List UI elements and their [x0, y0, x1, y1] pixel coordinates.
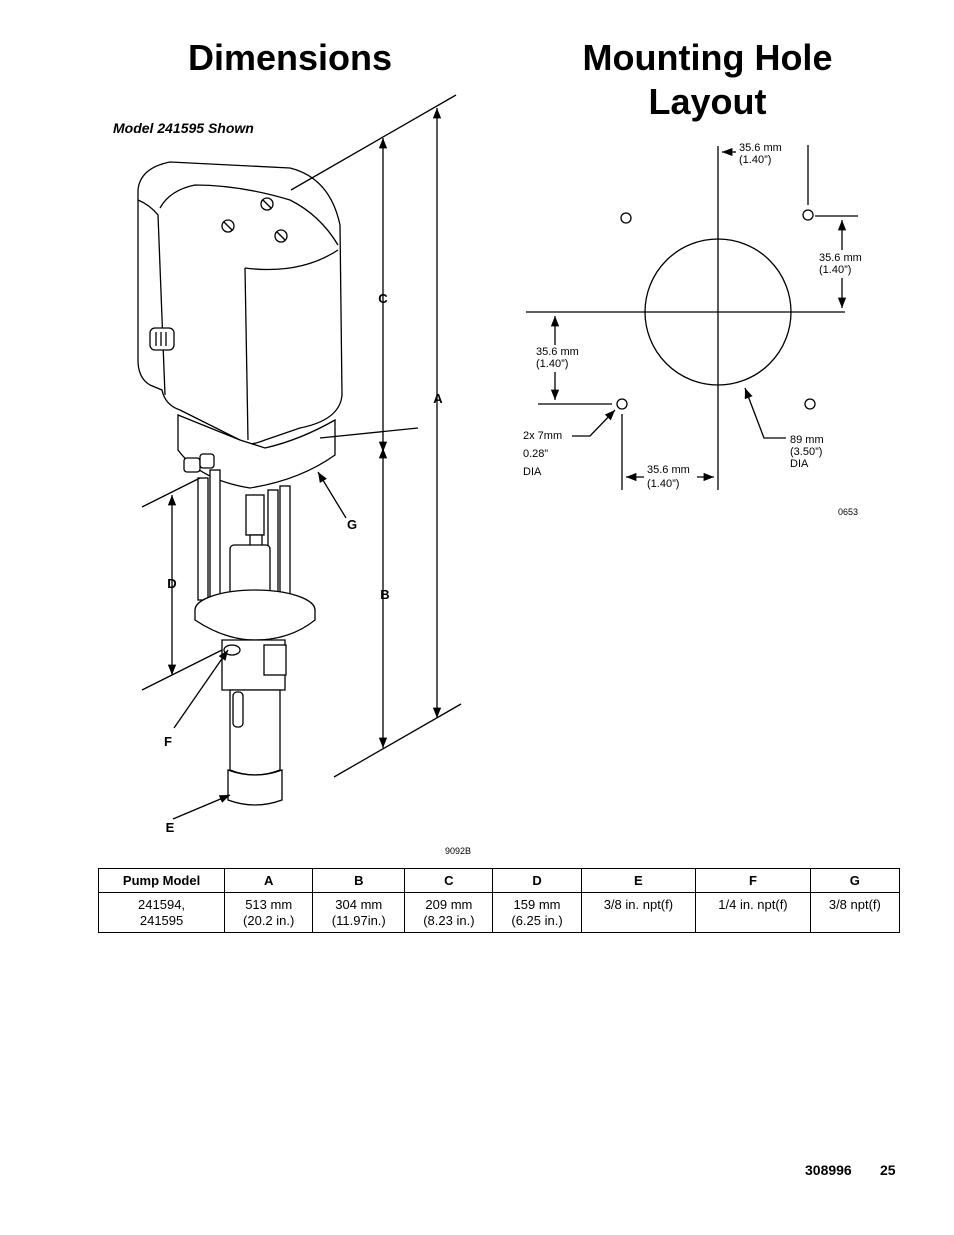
- label-d: D: [167, 576, 176, 591]
- label-g: G: [347, 517, 357, 532]
- top-dim-mm: 35.6 mm: [739, 142, 782, 154]
- dimensions-table: Pump Model A B C D E F G 241594,241595 5…: [97, 868, 901, 933]
- label-c: C: [378, 291, 388, 306]
- hole-note-inch: 0.28”: [523, 448, 548, 460]
- bottom-dim-in: (1.40”): [647, 478, 679, 490]
- circle-note-mm: 89 mm: [790, 434, 824, 446]
- pump-figure-id: 9092B: [445, 846, 471, 856]
- document-number: 308996: [805, 1162, 852, 1178]
- mounting-hole-layout-title: Mounting Hole Layout: [582, 37, 833, 122]
- table-cell: 304 mm(11.97in.): [312, 892, 406, 933]
- column-header: E: [580, 868, 697, 893]
- table-cell: 241594,241595: [97, 892, 226, 933]
- label-f: F: [164, 734, 172, 749]
- top-dim-in: (1.40”): [739, 154, 771, 166]
- table-header-row: Pump Model A B C D E F G: [97, 868, 901, 893]
- center-circle: [644, 238, 792, 386]
- table-cell: 209 mm(8.23 in.): [404, 892, 494, 933]
- left-dim-in: (1.40”): [536, 358, 568, 370]
- mounting-figure-id: 0653: [838, 507, 858, 517]
- right-dim-mm: 35.6 mm: [819, 252, 862, 264]
- table-row: 241594,241595 513 mm(20.2 in.) 304 mm(11…: [97, 892, 901, 933]
- column-header: A: [224, 868, 314, 893]
- mounting-layout-drawing: [526, 145, 858, 490]
- table-cell: 3/8 in. npt(f): [580, 892, 697, 933]
- table-cell: 1/4 in. npt(f): [695, 892, 811, 933]
- column-header: B: [312, 868, 406, 893]
- hole-note-size: 2x 7mm: [523, 430, 562, 442]
- column-header: C: [404, 868, 494, 893]
- right-dim-in: (1.40”): [819, 264, 851, 276]
- dimensions-title: Dimensions: [187, 37, 393, 78]
- bottom-dim-mm: 35.6 mm: [647, 464, 690, 476]
- hole-note-dia: DIA: [523, 466, 542, 478]
- pump-dimension-lines: [141, 94, 462, 820]
- circle-note-in: (3.50”): [790, 446, 822, 458]
- column-header: Pump Model: [97, 868, 226, 893]
- pump-illustration: [137, 161, 343, 806]
- label-a: A: [433, 391, 443, 406]
- table-cell: 159 mm(6.25 in.): [492, 892, 582, 933]
- label-b: B: [380, 587, 389, 602]
- label-e: E: [166, 820, 175, 835]
- model-caption: Model 241595 Shown: [113, 120, 254, 136]
- left-dim-mm: 35.6 mm: [536, 346, 579, 358]
- circle-note-dia: DIA: [790, 458, 809, 470]
- table-cell: 513 mm(20.2 in.): [224, 892, 314, 933]
- column-header: G: [809, 868, 901, 893]
- column-header: F: [695, 868, 811, 893]
- column-header: D: [492, 868, 582, 893]
- page-number: 25: [880, 1162, 896, 1178]
- table-cell: 3/8 npt(f): [809, 892, 901, 933]
